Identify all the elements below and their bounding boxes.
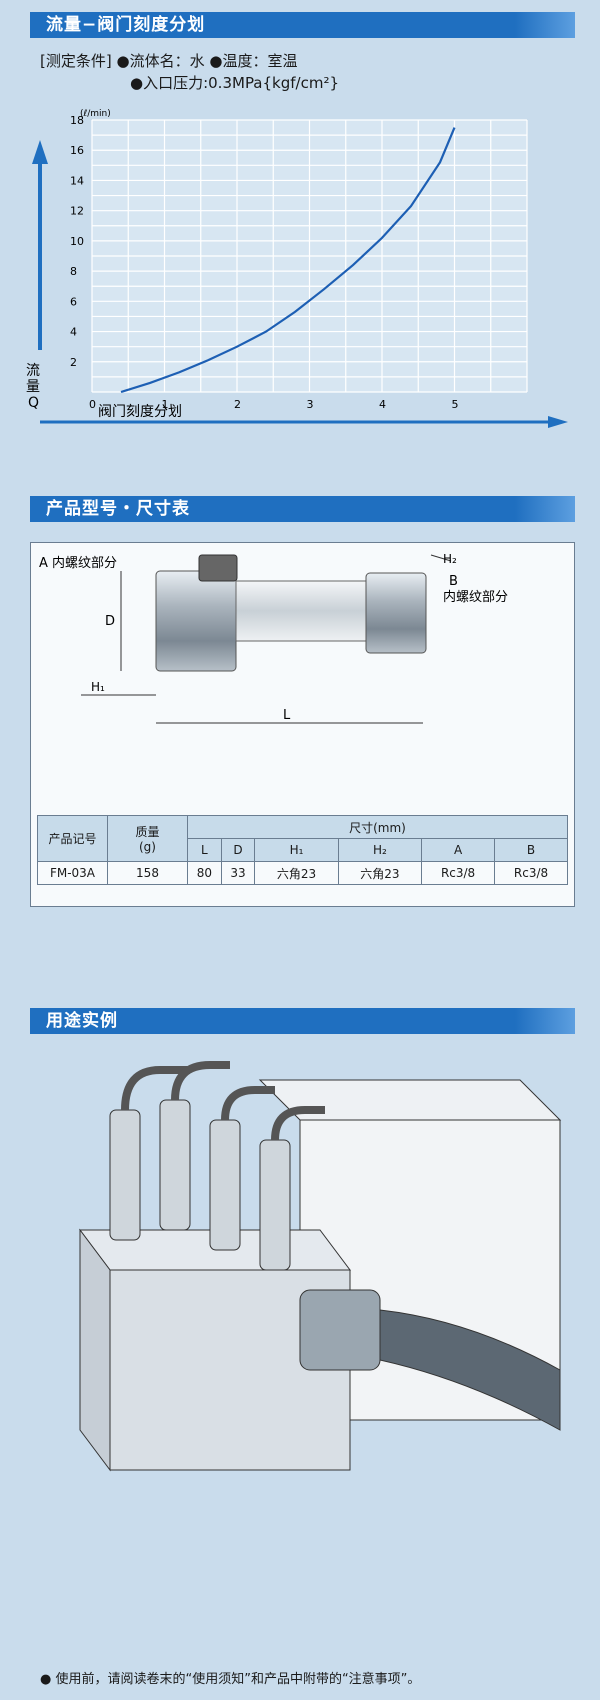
cond-pressure: ●入口压力:0.3MPa{kgf/cm²} — [130, 74, 340, 92]
flowmeter-1 — [109, 1109, 141, 1241]
th-mass-text: 质量 — [135, 825, 160, 839]
sight-tube — [235, 580, 367, 642]
y-tick-label: 18 — [70, 114, 84, 127]
dim-l-label: L — [283, 708, 291, 723]
th-col: A — [421, 838, 496, 862]
section-header-usage: 用途实例 — [30, 1008, 575, 1034]
dim-h2-label: H₂ — [443, 552, 457, 566]
th-col: B — [494, 838, 568, 862]
pipe-3 — [221, 1086, 275, 1121]
th-mass-unit: (g) — [139, 840, 156, 854]
pipe-2 — [171, 1061, 230, 1101]
cell-val: Rc3/8 — [421, 861, 496, 885]
section-title: 流量−阀门刻度分划 — [46, 15, 206, 35]
x-tick-label: 0 — [89, 398, 96, 411]
b-label: B — [449, 574, 458, 589]
product-panel: D L H₁ H₂ A 内螺纹部分 B 内螺纹部分 产品记号 质量(g) 尺寸(… — [30, 542, 575, 907]
x-tick-label: 4 — [379, 398, 386, 411]
left-body — [155, 570, 237, 672]
pipe-4 — [271, 1106, 325, 1141]
hose-coupler — [299, 1289, 381, 1371]
cond-prefix: [测定条件] — [40, 52, 112, 70]
flowmeter-2 — [159, 1099, 191, 1231]
y-tick-label: 10 — [70, 235, 84, 248]
dim-h2-line — [430, 554, 452, 562]
th-col: H₁ — [254, 838, 339, 862]
y-tick-label: 2 — [70, 356, 77, 369]
conditions-line-1: [测定条件] ●流体名：水 ●温度：室温 — [40, 50, 297, 71]
a-thread-label: A 内螺纹部分 — [39, 555, 117, 571]
section-header-flow: 流量−阀门刻度分划 — [30, 12, 575, 38]
cell-mass: 158 — [107, 861, 188, 885]
x-tick-label: 1 — [162, 398, 169, 411]
y-tick-label: 8 — [70, 265, 77, 278]
section-title: 产品型号・尺寸表 — [46, 499, 190, 519]
flowmeters — [109, 1061, 325, 1271]
y-unit: (ℓ/min) — [80, 109, 111, 119]
x-tick-label: 2 — [234, 398, 241, 411]
x-label: 阀门刻度分划 — [98, 404, 182, 420]
x-arrow-head — [548, 416, 568, 428]
cell-val: 33 — [220, 861, 256, 885]
th-col: D — [220, 838, 256, 862]
cell-model: FM-03A — [37, 861, 108, 885]
dim-h1-label: H₁ — [91, 680, 105, 694]
th-model: 产品记号 — [37, 815, 108, 862]
y-arrow-head — [32, 140, 48, 164]
hose-tube — [379, 1309, 561, 1431]
adjust-knob — [198, 554, 238, 582]
y-tick-label: 6 — [70, 295, 77, 308]
th-col: H₂ — [337, 838, 423, 862]
pipe-1 — [121, 1066, 190, 1111]
y-tick-label: 4 — [70, 326, 77, 339]
th-col: L — [187, 838, 222, 862]
hose — [299, 1289, 561, 1431]
cell-val: 80 — [187, 861, 222, 885]
conditions-line-2: ●入口压力:0.3MPa{kgf/cm²} — [130, 72, 339, 93]
cell-val: 六角23 — [254, 861, 339, 885]
flow-curve — [120, 127, 456, 394]
section-header-product: 产品型号・尺寸表 — [30, 496, 575, 522]
cond-temp: ●温度：室温 — [209, 52, 298, 70]
usage-illustration — [79, 1061, 562, 1472]
th-mass: 质量(g) — [107, 815, 188, 862]
flowmeter-4 — [259, 1139, 291, 1271]
cond-fluid: ●流体名：水 — [116, 52, 205, 70]
dim-d-label: D — [105, 614, 115, 629]
x-tick-label: 5 — [452, 398, 459, 411]
x-tick-label: 3 — [307, 398, 314, 411]
th-dim: 尺寸(mm) — [187, 815, 568, 839]
valve-diagram: D L H₁ H₂ A 内螺纹部分 B 内螺纹部分 — [39, 552, 508, 724]
usage-note: ● 使用前，请阅读卷末的“使用须知”和产品中附带的“注意事项”。 — [40, 1672, 421, 1687]
y-tick-label: 12 — [70, 205, 84, 218]
cell-val: 六角23 — [337, 861, 423, 885]
flowmeter-3 — [209, 1119, 241, 1251]
y-tick-label: 16 — [70, 144, 84, 157]
cell-val: Rc3/8 — [494, 861, 568, 885]
right-nut — [365, 572, 427, 654]
b-thread-label: 内螺纹部分 — [443, 589, 508, 605]
section-title: 用途实例 — [46, 1011, 118, 1031]
spec-table: 产品记号 质量(g) 尺寸(mm) L D H₁ H₂ A B FM-03A 1… — [37, 815, 568, 885]
y-tick-label: 14 — [70, 174, 84, 187]
manifold-side — [79, 1228, 111, 1472]
